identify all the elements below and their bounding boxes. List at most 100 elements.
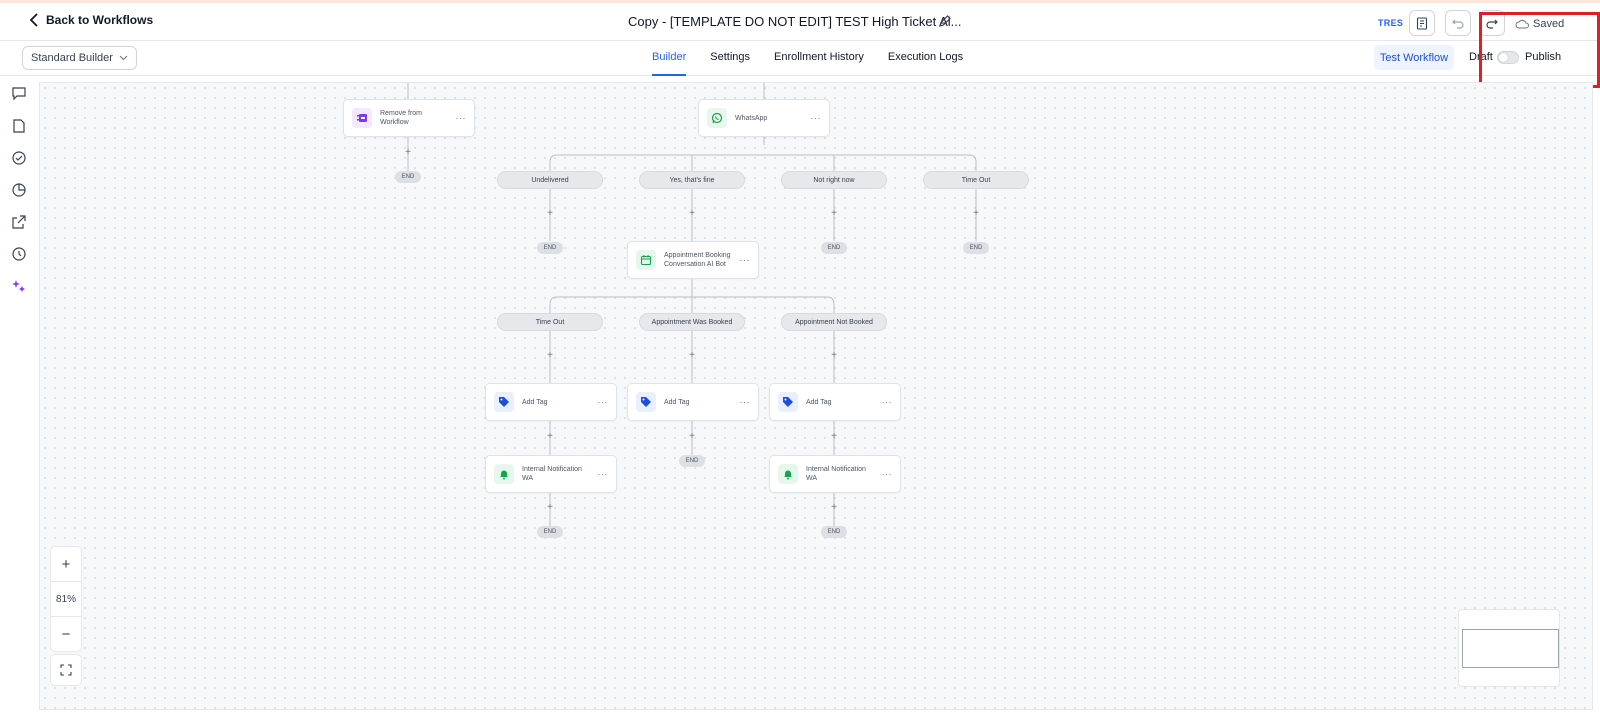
node-internal-notification[interactable]: Internal Notification WA ··· <box>769 455 901 493</box>
node-appointment-booking-bot[interactable]: Appointment Booking Conversation AI Bot … <box>627 241 759 279</box>
tab-bar: Builder Settings Enrollment History Exec… <box>640 41 975 76</box>
node-add-tag[interactable]: Add Tag ··· <box>627 383 759 421</box>
node-internal-notification[interactable]: Internal Notification WA ··· <box>485 455 617 493</box>
pencil-icon[interactable] <box>938 14 952 28</box>
app-header: Back to Workflows Copy - [TEMPLATE DO NO… <box>0 3 1600 41</box>
tag-icon <box>636 392 656 412</box>
zoom-in-button[interactable]: + <box>51 547 81 582</box>
expand-icon <box>60 664 72 676</box>
top-accent-strip <box>0 0 1600 3</box>
branch-appointment-booked[interactable]: Appointment Was Booked <box>639 313 745 331</box>
note-icon[interactable] <box>11 118 27 134</box>
whatsapp-icon <box>707 108 727 128</box>
add-step-button[interactable]: + <box>547 208 553 219</box>
add-step-button[interactable]: + <box>831 208 837 219</box>
external-link-icon[interactable] <box>11 214 27 230</box>
branch-time-out[interactable]: Time Out <box>923 171 1029 189</box>
end-marker: END <box>963 242 989 254</box>
tag-icon <box>494 392 514 412</box>
add-step-button[interactable]: + <box>405 147 411 158</box>
add-step-button[interactable]: + <box>831 502 837 513</box>
tab-settings[interactable]: Settings <box>710 51 750 63</box>
add-step-button[interactable]: + <box>973 208 979 219</box>
node-remove-from-workflow[interactable]: Remove from Workflow ··· <box>343 99 475 137</box>
node-label: Internal Notification WA <box>522 466 582 482</box>
tab-enrollment-history[interactable]: Enrollment History <box>774 51 864 63</box>
more-options-icon[interactable]: ··· <box>455 113 466 123</box>
calendar-icon <box>636 250 656 270</box>
more-options-icon[interactable]: ··· <box>597 469 608 479</box>
history-icon[interactable] <box>11 246 27 262</box>
clipboard-icon <box>1416 17 1428 30</box>
more-options-icon[interactable]: ··· <box>810 113 821 123</box>
pie-chart-icon[interactable] <box>11 182 27 198</box>
end-marker: END <box>537 526 563 538</box>
more-options-icon[interactable]: ··· <box>597 397 608 407</box>
publish-toggle[interactable] <box>1497 51 1519 64</box>
tag-icon <box>778 392 798 412</box>
workflow-notes-button[interactable] <box>1409 10 1435 36</box>
node-label: WhatsApp <box>735 114 768 122</box>
node-add-tag[interactable]: Add Tag ··· <box>769 383 901 421</box>
zoom-out-button[interactable]: − <box>61 626 71 643</box>
end-marker: END <box>821 526 847 538</box>
add-step-button[interactable]: + <box>547 431 553 442</box>
node-label: Add Tag <box>806 398 832 406</box>
redo-icon <box>1486 19 1498 29</box>
brand-logo: TRES <box>1378 18 1404 28</box>
add-step-button[interactable]: + <box>547 350 553 361</box>
builder-toolbar: Standard Builder Builder Settings Enroll… <box>0 41 1600 76</box>
saved-status: Saved <box>1515 18 1564 30</box>
branch-time-out[interactable]: Time Out <box>497 313 603 331</box>
add-step-button[interactable]: + <box>689 431 695 442</box>
test-workflow-button[interactable]: Test Workflow <box>1374 45 1454 70</box>
end-marker: END <box>679 455 705 467</box>
redo-button[interactable] <box>1479 10 1505 36</box>
add-step-button[interactable]: + <box>689 350 695 361</box>
workflow-canvas[interactable]: Remove from Workflow ··· + END WhatsApp … <box>39 82 1593 710</box>
zoom-level: 81% <box>51 582 81 617</box>
undo-button[interactable] <box>1445 10 1471 36</box>
ai-sparkle-icon[interactable] <box>11 278 27 294</box>
node-label: Internal Notification WA <box>806 466 866 482</box>
builder-mode-select[interactable]: Standard Builder <box>22 46 137 70</box>
branch-undelivered[interactable]: Undelivered <box>497 171 603 189</box>
add-step-button[interactable]: + <box>547 502 553 513</box>
more-options-icon[interactable]: ··· <box>739 255 750 265</box>
add-step-button[interactable]: + <box>689 208 695 219</box>
node-whatsapp[interactable]: WhatsApp ··· <box>698 99 830 137</box>
more-options-icon[interactable]: ··· <box>881 469 892 479</box>
canvas-minimap[interactable] <box>1458 609 1560 687</box>
tab-execution-logs[interactable]: Execution Logs <box>887 51 964 63</box>
add-step-button[interactable]: + <box>831 350 837 361</box>
fit-view-button[interactable] <box>50 654 82 686</box>
more-options-icon[interactable]: ··· <box>739 397 750 407</box>
builder-mode-value: Standard Builder <box>31 52 113 64</box>
branch-yes-fine[interactable]: Yes, that's fine <box>639 171 745 189</box>
end-marker: END <box>395 171 421 183</box>
branch-not-right-now[interactable]: Not right now <box>781 171 887 189</box>
chevron-down-icon <box>119 55 128 61</box>
workflow-title: Copy - [TEMPLATE DO NOT EDIT] TEST High … <box>628 14 962 29</box>
bell-icon <box>494 464 514 484</box>
tab-builder[interactable]: Builder <box>640 41 698 76</box>
cloud-check-icon <box>1515 19 1529 29</box>
add-step-button[interactable]: + <box>831 431 837 442</box>
node-add-tag[interactable]: Add Tag ··· <box>485 383 617 421</box>
back-label: Back to Workflows <box>46 13 154 27</box>
node-label: Add Tag <box>522 398 548 406</box>
comment-icon[interactable] <box>11 85 27 101</box>
connector-lines <box>407 83 977 527</box>
check-circle-icon[interactable] <box>11 150 27 166</box>
node-label: Add Tag <box>664 398 690 406</box>
undo-icon <box>1452 19 1464 29</box>
node-label: Remove from Workflow <box>380 110 423 126</box>
branch-appointment-not-booked[interactable]: Appointment Not Booked <box>781 313 887 331</box>
minimap-viewport[interactable] <box>1462 629 1559 668</box>
chevron-left-icon <box>29 13 38 27</box>
back-to-workflows-link[interactable]: Back to Workflows <box>28 13 153 27</box>
left-sidebar <box>0 78 38 714</box>
end-marker: END <box>821 242 847 254</box>
saved-label: Saved <box>1533 18 1565 30</box>
more-options-icon[interactable]: ··· <box>881 397 892 407</box>
